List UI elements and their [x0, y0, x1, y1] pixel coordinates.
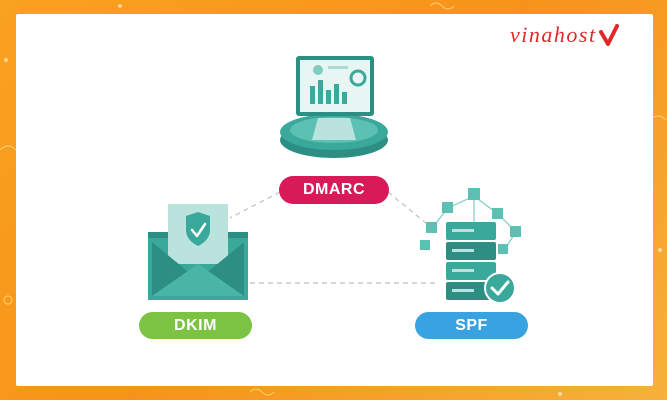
check-v-icon: [598, 24, 619, 46]
server-network-check-icon: [420, 188, 521, 304]
node-label-dkim: DKIM: [139, 312, 252, 339]
node-label-dmarc: DMARC: [279, 176, 389, 204]
connector-dmarc-dkim: [229, 191, 281, 219]
logo-text: vinahost: [510, 22, 597, 47]
brand-logo: vinahost: [510, 20, 619, 50]
node-label-spf: SPF: [415, 312, 528, 339]
monitor-dashboard-icon: [280, 56, 388, 158]
connector-dmarc-spf: [387, 191, 433, 229]
envelope-shield-icon: [148, 204, 248, 300]
